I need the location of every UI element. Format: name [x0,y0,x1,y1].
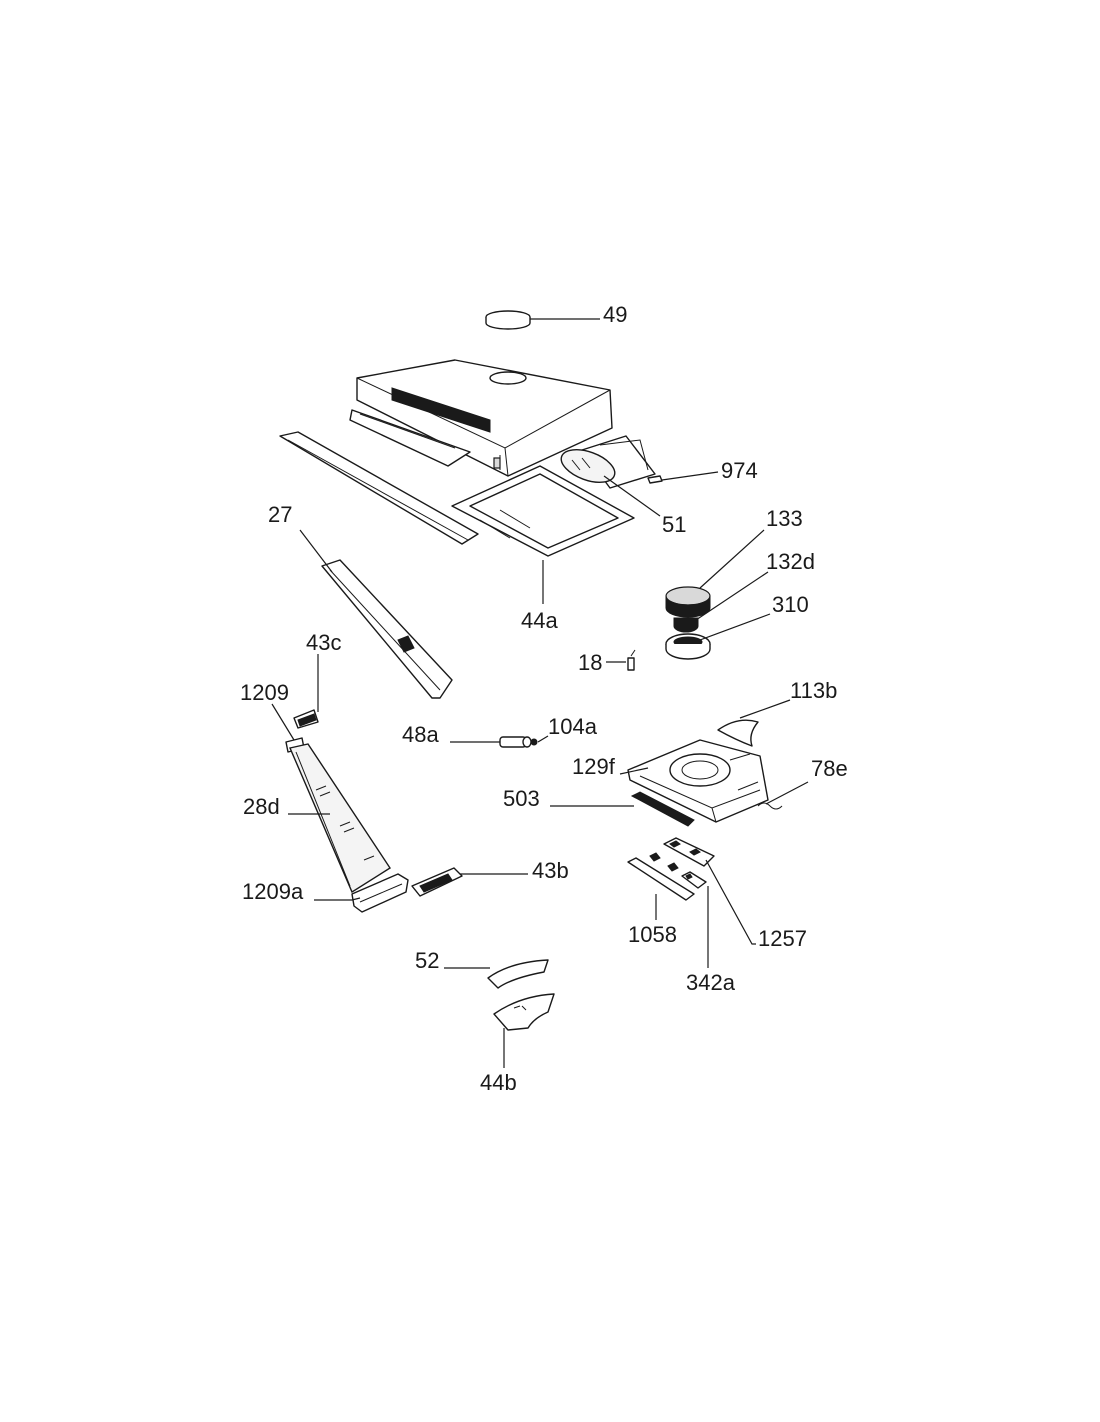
part-1209a-bracket [351,873,409,913]
part-132d-motor [673,617,699,633]
leader-104a [537,735,549,743]
leader-132d [695,571,769,621]
label-51: 51 [662,512,686,537]
part-129f-motor-housing [627,739,769,823]
label-43b: 43b [532,858,569,883]
label-48a: 48a [402,722,439,747]
label-1058: 1058 [628,922,677,947]
label-129f: 129f [572,754,616,779]
label-113b: 113b [790,678,837,703]
label-1209: 1209 [240,680,289,705]
part-342a-switch [681,871,707,889]
label-43c: 43c [306,630,341,655]
part-long-rail [279,431,479,545]
part-51-lamp-cover [560,449,616,483]
leader-78e [765,781,809,805]
part-18-clip [627,649,636,671]
part-43b-latch [411,867,463,897]
part-44a-filter [451,465,635,557]
leader-1209a [314,897,361,901]
label-78e: 78e [811,756,848,781]
label-342a: 342a [686,970,736,995]
part-78e-spring [757,802,783,810]
part-27-front-bar [321,559,453,699]
part-52-curved-strip [487,959,549,989]
label-133: 133 [766,506,803,531]
part-44b-curved-filter [493,993,555,1031]
part-49-duct-collar [485,310,531,330]
part-hood-body [356,359,613,477]
leader-113b [739,699,791,719]
part-48a-lamp-holder [499,736,538,748]
label-52: 52 [415,948,439,973]
label-44a: 44a [521,608,558,633]
label-310: 310 [772,592,809,617]
part-43c-block [293,709,319,729]
leader-1209 [271,703,295,741]
part-1058-switch-panel [627,852,695,901]
part-28d-glass-panel [285,737,391,894]
label-27: 27 [268,502,292,527]
leader-51 [603,475,661,517]
label-49: 49 [603,302,627,327]
leader-310 [699,613,771,641]
leader-974 [661,471,719,481]
leader-27 [299,529,333,573]
label-28d: 28d [243,794,280,819]
label-132d: 132d [766,549,815,574]
label-974: 974 [721,458,758,483]
part-front-filter [349,409,471,467]
part-133-fan-wheel [665,586,711,618]
leader-1257 [705,859,756,945]
label-1257: 1257 [758,926,807,951]
part-labels: 49 974 51 27 44a 133 132d 310 18 43c 120… [240,302,848,1095]
leader-129f [619,767,649,775]
part-503-strip [630,791,695,827]
label-18: 18 [578,650,602,675]
label-104a: 104a [548,714,598,739]
label-1209a: 1209a [242,879,304,904]
part-310-support-ring [665,633,711,660]
leader-lines [271,318,809,1068]
part-1257-control-board [663,837,715,867]
leader-133 [699,529,765,589]
part-113b-damper [717,719,759,747]
label-503: 503 [503,786,540,811]
part-974-screw [647,475,663,484]
label-44b: 44b [480,1070,517,1095]
